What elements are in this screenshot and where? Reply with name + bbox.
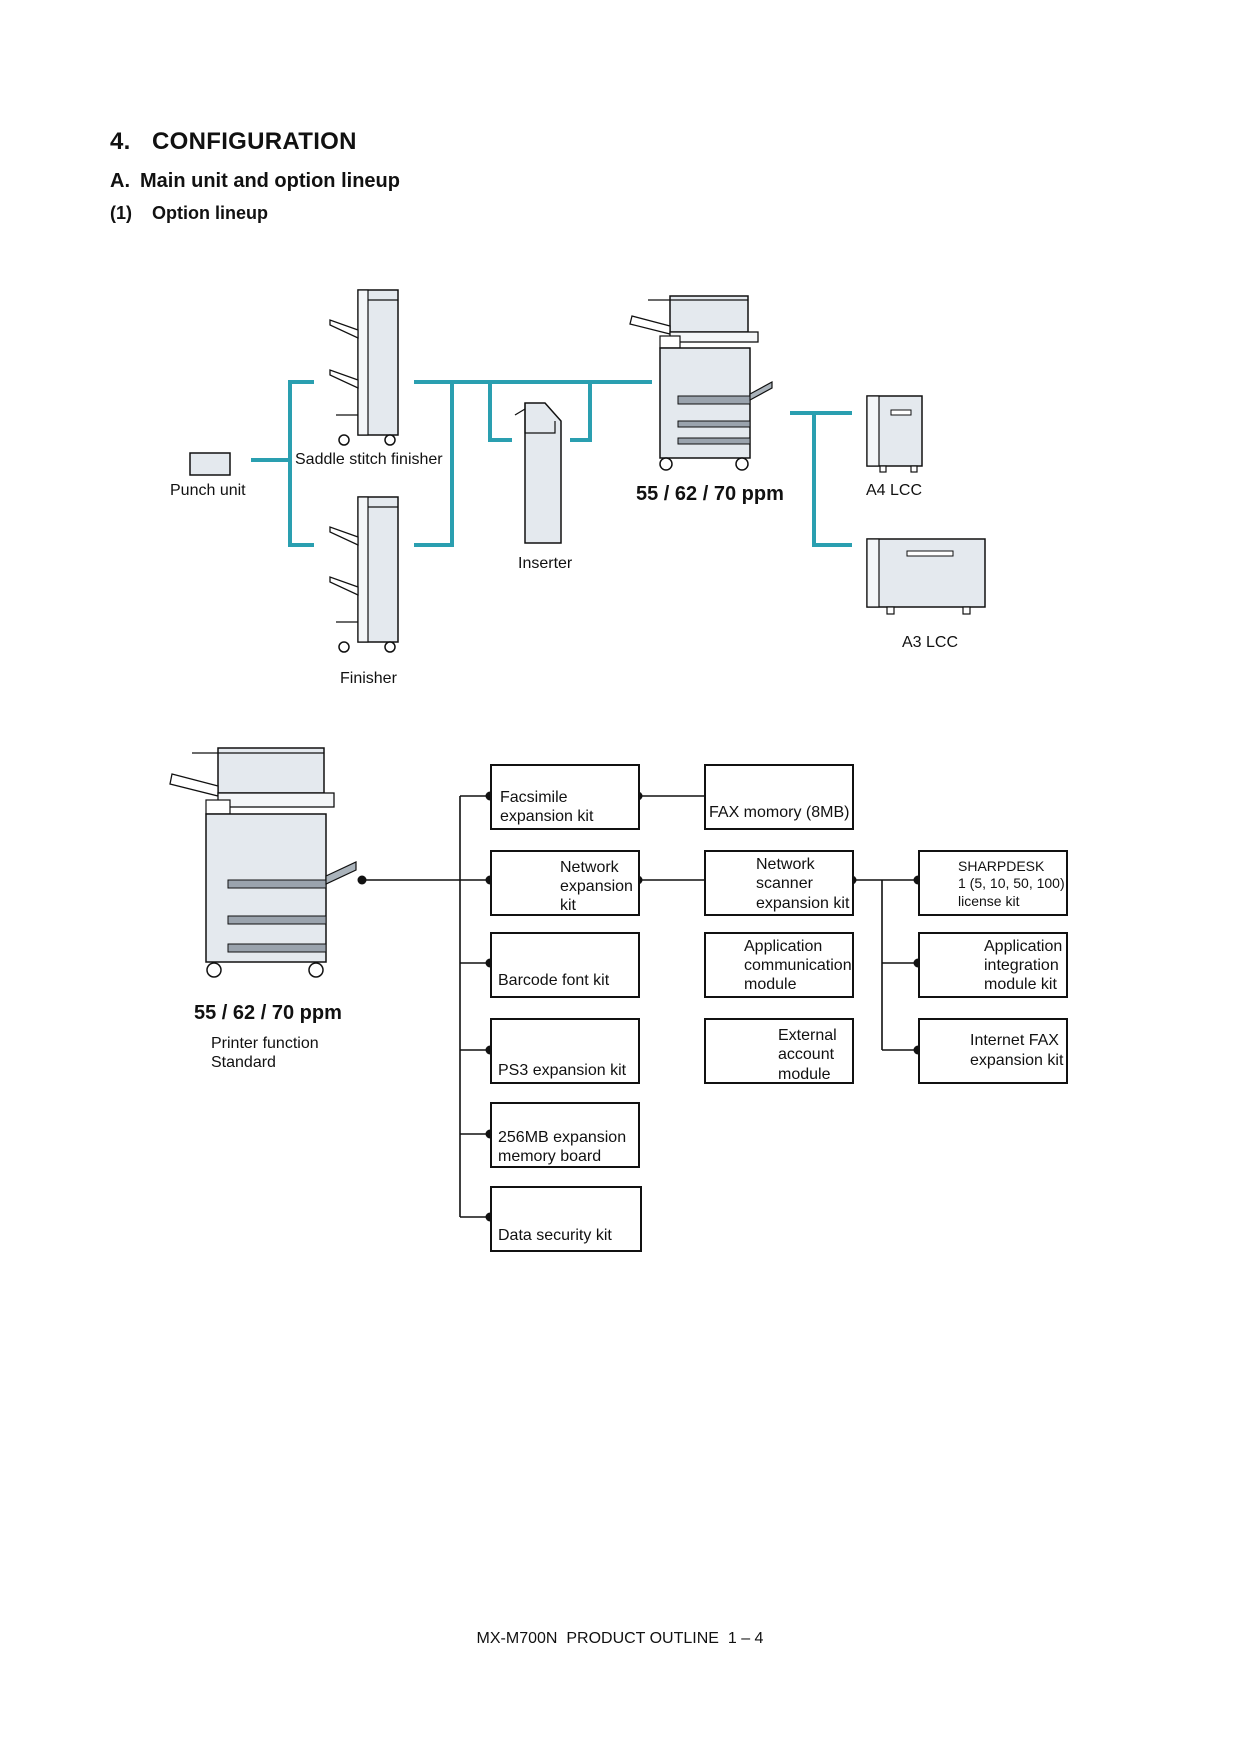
finisher-bracket [288, 380, 314, 547]
option-facsimile-expansion-kit: Facsimile expansion kit [490, 764, 640, 830]
main-unit-icon-upper [629, 295, 773, 471]
option-label-line: account [778, 1046, 835, 1063]
a4-lcc-icon [866, 395, 923, 473]
punch-unit-icon [189, 452, 231, 476]
inserter-connector [488, 382, 512, 442]
option-application-communication-module: Application communication module [704, 932, 854, 998]
system-connectors [362, 795, 918, 1218]
main-unit-icon-lower [169, 747, 357, 978]
saddle-stitch-finisher-icon [329, 289, 399, 446]
option-label-line: module kit [984, 976, 1057, 993]
option-label-line: expansion kit [500, 808, 594, 825]
punch-unit-label: Punch unit [170, 482, 246, 499]
section-title: CONFIGURATION [152, 128, 357, 155]
option-label-line: expansion kit [756, 895, 850, 912]
inserter-connector-right [570, 382, 592, 442]
option-label-line: memory board [498, 1148, 602, 1165]
option-label-line: communication [744, 957, 852, 974]
option-ps3-expansion-kit: PS3 expansion kit [490, 1018, 640, 1084]
option-label-line: External [778, 1027, 837, 1044]
inserter-icon [514, 402, 562, 544]
subsection-title: Main unit and option lineup [140, 170, 400, 192]
option-label-line: module [744, 976, 797, 993]
option-sharpdesk-license-kit: SHARPDESK 1 (5, 10, 50, 100) license kit [918, 850, 1068, 916]
option-application-integration-module-kit: Application integration module kit [918, 932, 1068, 998]
section-heading: 4. CONFIGURATION [110, 128, 357, 156]
option-network-expansion-kit: Network expansion kit [490, 850, 640, 916]
option-label-line: integration [984, 957, 1059, 974]
option-label-line: Facsimile [500, 789, 568, 806]
section-number: 4. [110, 128, 131, 155]
finisher-label: Finisher [340, 670, 397, 687]
subsubsection-number: (1) [110, 203, 132, 223]
option-label-line: Network [560, 859, 619, 876]
subsubsection-heading: (1) Option lineup [110, 203, 268, 224]
option-label-line: 1 (5, 10, 50, 100) [958, 875, 1065, 891]
finisher-icon [329, 496, 399, 653]
a3-lcc-icon [866, 538, 986, 615]
printer-function-standard: Standard [211, 1054, 276, 1071]
lcc-bracket [812, 413, 852, 547]
option-label-line: scanner [756, 875, 813, 892]
option-label-line: module [778, 1066, 831, 1083]
option-label-line: license kit [958, 893, 1020, 909]
option-label-line: SHARPDESK [958, 858, 1045, 874]
option-label-line: FAX momory (8MB) [709, 804, 850, 821]
main-unit-ppm-upper: 55 / 62 / 70 ppm [636, 483, 784, 505]
subsubsection-title: Option lineup [152, 203, 268, 223]
option-external-account-module: External account module [704, 1018, 854, 1084]
option-label-line: Barcode font kit [498, 972, 610, 989]
option-network-scanner-expansion-kit: Network scanner expansion kit [704, 850, 854, 916]
option-label-line: Internet FAX [970, 1032, 1059, 1049]
inserter-label: Inserter [518, 555, 573, 572]
option-fax-memory: FAX momory (8MB) [704, 764, 854, 830]
option-label-line: 256MB expansion [498, 1129, 627, 1146]
a4-lcc-label: A4 LCC [866, 482, 923, 499]
option-label-line: Application [984, 938, 1063, 955]
option-data-security-kit: Data security kit [490, 1186, 642, 1252]
option-internet-fax-expansion-kit: Internet FAX expansion kit [918, 1018, 1068, 1084]
footer-model: MX-M700N [476, 1630, 558, 1647]
option-label-line: Data security kit [498, 1227, 612, 1244]
footer-page: 1 – 4 [727, 1630, 764, 1647]
option-label-line: expansion kit [970, 1052, 1064, 1069]
option-barcode-font-kit: Barcode font kit [490, 932, 640, 998]
option-label-line: PS3 expansion kit [498, 1062, 627, 1079]
printer-function-label: Printer function [211, 1035, 319, 1052]
subsection-heading: A. Main unit and option lineup [110, 170, 400, 193]
option-label-line: Network [756, 856, 815, 873]
a3-lcc-label: A3 LCC [902, 634, 959, 651]
option-label-line: expansion [560, 878, 633, 895]
option-label-line: kit [560, 897, 576, 914]
main-unit-ppm-lower: 55 / 62 / 70 ppm [194, 1002, 342, 1024]
saddle-stitch-finisher-label: Saddle stitch finisher [295, 451, 443, 468]
footer-doc: PRODUCT OUTLINE [566, 1630, 719, 1647]
subsection-letter: A. [110, 170, 130, 192]
option-256mb-memory-board: 256MB expansion memory board [490, 1102, 640, 1168]
page-footer: MX-M700N PRODUCT OUTLINE 1 – 4 [0, 1630, 1240, 1648]
option-label-line: Application [744, 938, 823, 955]
